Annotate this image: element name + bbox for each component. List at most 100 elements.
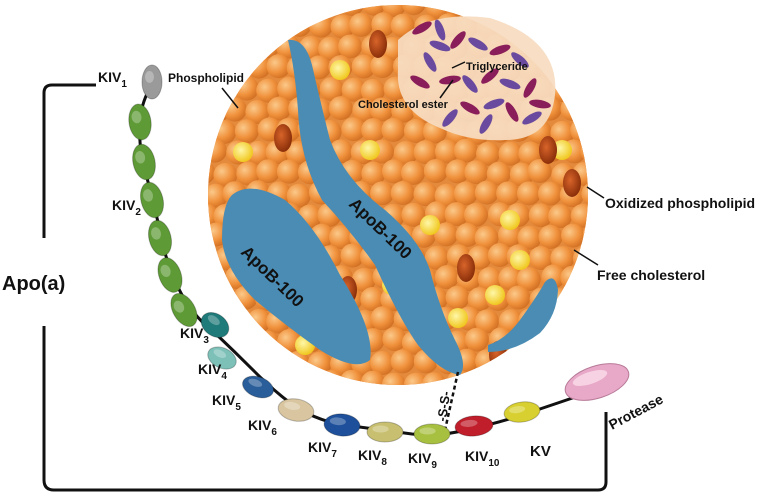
phospholipid-head [423,159,448,184]
phospholipid-head [287,12,312,37]
phospholipid-head [361,118,386,143]
kringle-name: KIV [180,325,204,341]
phospholipid-head [307,351,332,376]
phospholipid-head [212,119,237,144]
phospholipid-head [517,225,542,250]
kringle-name: KIV [112,197,136,213]
phospholipid-head [245,99,270,124]
phospholipid-head [464,202,489,227]
phospholipid-head [527,159,552,184]
kringle-name: KIV [465,448,489,464]
phospholipid-head [246,140,271,165]
phospholipid-head [445,159,470,184]
kiv2-bead [128,103,152,141]
phospholipid-head [212,5,237,16]
phospholipid-head [208,117,217,142]
kringle-name: KIV [358,447,382,463]
phospholipid-head [537,181,562,206]
phospholipid-head [256,78,281,103]
phospholipid-head [352,98,377,123]
phospholipid-head [297,5,322,19]
phospholipid-head [381,372,406,385]
phospholipid-head [570,118,588,143]
cholesterol-ester-molecule [499,78,521,90]
label-kv: KV [530,443,551,460]
kringle-body [128,103,152,141]
phospholipid-head [496,181,521,206]
phospholipid-head [267,96,292,121]
kringle-body [157,257,183,293]
label-apoa: Apo(a) [2,273,65,295]
phospholipid-head [382,5,407,17]
kringle-highlight [160,264,171,278]
kringle-subscript: 7 [331,449,337,460]
cholesterol-ester-molecule [522,111,542,125]
kiv2-bead [147,219,173,257]
phospholipid-head [548,36,573,61]
phospholipid-head [256,159,281,184]
cholesterol-ester-molecule [442,109,458,127]
phospholipid-head [339,369,364,385]
free-cholesterol-dot [330,60,350,80]
phospholipid-head [550,120,575,145]
phospholipid-head [265,15,290,40]
phospholipid-head [506,285,531,310]
kringle-body [413,423,451,445]
phospholipid-head [477,266,502,291]
leader-free-cholesterol [573,249,599,266]
kringle-subscript: 3 [203,335,209,346]
phospholipid-head [569,33,588,58]
phospholipid-head [208,286,217,311]
kiv10-bead [454,415,494,437]
phospholipid-head [266,54,291,79]
phospholipid-head [550,329,575,354]
oxidized-phospholipid-dot [369,30,387,58]
phospholipid-head [540,348,565,373]
phospholipid-head [341,117,366,142]
kringle-highlight [145,70,154,83]
phospholipid-head [277,76,302,101]
phospholipid-head [474,180,499,205]
phospholipid-head [538,224,563,249]
phospholipid-head [208,203,219,228]
phospholipid-head [213,162,238,187]
label-phospholipid: Phospholipid [168,71,244,85]
kiv2-bead [157,257,183,293]
phospholipid-head [235,33,260,58]
phospholipid-head [223,13,248,38]
free-cholesterol-dot [552,140,572,160]
phospholipid-head [214,35,239,60]
phospholipid-head [580,138,588,163]
kiv1-bead [141,64,163,100]
kringle-body [366,421,404,443]
kringle-body [200,312,230,338]
protease-highlight [572,370,608,386]
free-cholesterol-dot [360,140,380,160]
free-cholesterol-dot [233,142,253,162]
kiv4-bead [207,346,237,370]
phospholipid-head [559,15,584,40]
kringle-highlight [213,349,227,358]
phospholipid-head [445,285,470,310]
leader-phospholipid [221,87,239,109]
kringle-subscript: 5 [235,402,241,413]
phospholipid-head [278,370,303,385]
phospholipid-head [561,306,586,331]
phospholipid-head [579,54,588,79]
phospholipid-head [453,181,478,206]
kringle-subscript: 8 [381,457,387,468]
kringle-body [139,181,165,219]
kv-bead [503,401,541,423]
phospholipid-head [570,203,588,228]
phospholipid-head [507,370,532,385]
kringle-body [170,292,198,328]
phospholipid-head [370,54,395,79]
phospholipid-head [488,369,513,385]
kringle-name: KIV [408,450,432,466]
phospholipid-head [349,12,374,37]
triglyceride-molecule [505,102,519,122]
apob-center-shape [288,39,464,376]
phospholipid-head [340,243,365,268]
phospholipid-head [212,285,237,310]
phospholipid-head [581,182,588,207]
